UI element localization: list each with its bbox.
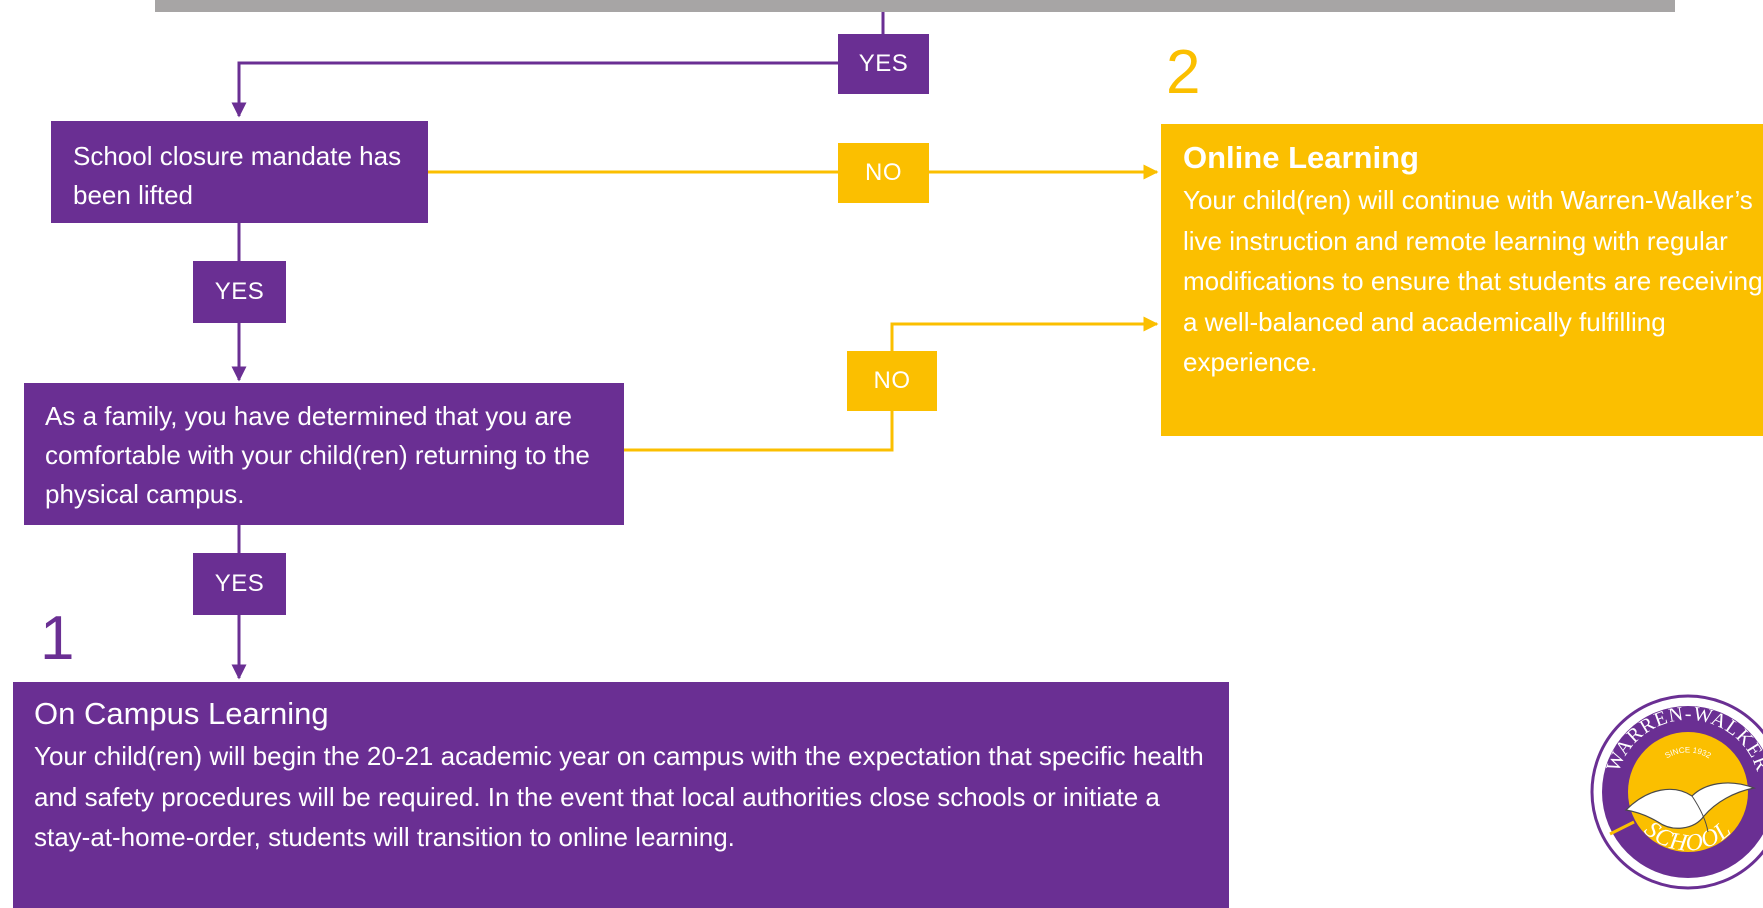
seagull-icon [1624,782,1757,829]
school-logo: WARREN-WALKER SINCE 1932 SCHOOL [1590,694,1763,890]
decision-closure-lifted: School closure mandate has been lifted [51,121,428,223]
connector-top-to-closure [231,12,885,118]
outcome-online-body: Your child(ren) will continue with Warre… [1183,185,1763,377]
outcome-online-learning: Online Learning Your child(ren) will con… [1161,124,1763,436]
step-number-campus: 1 [40,604,75,673]
yes-label-bottom: YES [193,553,286,615]
step-number-online: 2 [1166,38,1201,107]
top-decision-bar [155,0,1675,12]
no-label-lower: NO [847,351,937,411]
decision-closure-text: School closure mandate has been lifted [73,141,402,210]
outcome-on-campus-learning: On Campus Learning Your child(ren) will … [13,682,1229,908]
outcome-campus-body: Your child(ren) will begin the 20-21 aca… [34,741,1204,852]
decision-family-text: As a family, you have determined that yo… [45,401,590,509]
yes-label-top: YES [838,34,929,94]
no-label-upper: NO [838,143,929,203]
yes-label-mid: YES [193,261,286,323]
decision-family-comfortable: As a family, you have determined that yo… [24,383,624,525]
outcome-online-title: Online Learning [1183,140,1419,175]
outcome-campus-title: On Campus Learning [34,696,329,731]
